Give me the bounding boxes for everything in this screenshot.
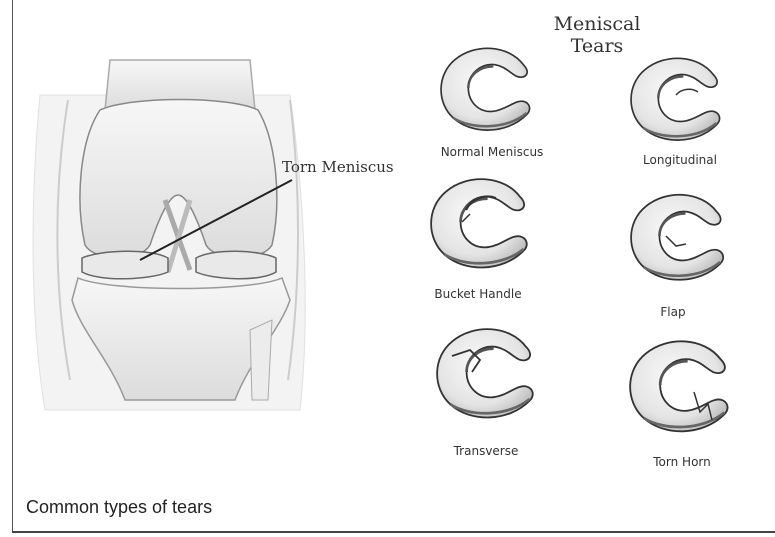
transverse-shape <box>437 329 533 417</box>
torn-meniscus-label: Torn Meniscus <box>282 158 394 176</box>
tear-bucket-handle: Bucket Handle <box>431 179 527 301</box>
knee-illustration: Torn Meniscus <box>33 60 394 410</box>
tear-label-normal-meniscus: Normal Meniscus <box>441 145 544 159</box>
diagram-title-line2: Tears <box>571 35 624 57</box>
figure-caption: Common types of tears <box>26 497 212 518</box>
longitudinal-tear-line <box>676 89 698 95</box>
longitudinal-shape <box>631 58 720 140</box>
tear-normal-meniscus: Normal Meniscus <box>441 48 544 159</box>
tear-label-longitudinal: Longitudinal <box>643 153 717 167</box>
tear-label-transverse: Transverse <box>453 444 519 458</box>
diagram-title-line1: Meniscal <box>554 13 641 35</box>
flap-shape <box>631 195 723 280</box>
tear-flap: Flap <box>631 195 723 319</box>
flap-tear-line <box>666 236 686 246</box>
tear-transverse: Transverse <box>437 329 533 458</box>
tear-torn-horn: Torn Horn <box>630 341 727 469</box>
tear-longitudinal: Longitudinal <box>631 58 720 167</box>
bucket-handle-shape <box>431 179 527 267</box>
tear-label-flap: Flap <box>660 305 685 319</box>
tear-label-torn-horn: Torn Horn <box>652 455 710 469</box>
torn-horn-shape <box>630 341 727 431</box>
tear-label-bucket-handle: Bucket Handle <box>434 287 521 301</box>
bucket-handle-tear-mark <box>462 214 470 222</box>
normal-meniscus-shape <box>441 48 530 130</box>
